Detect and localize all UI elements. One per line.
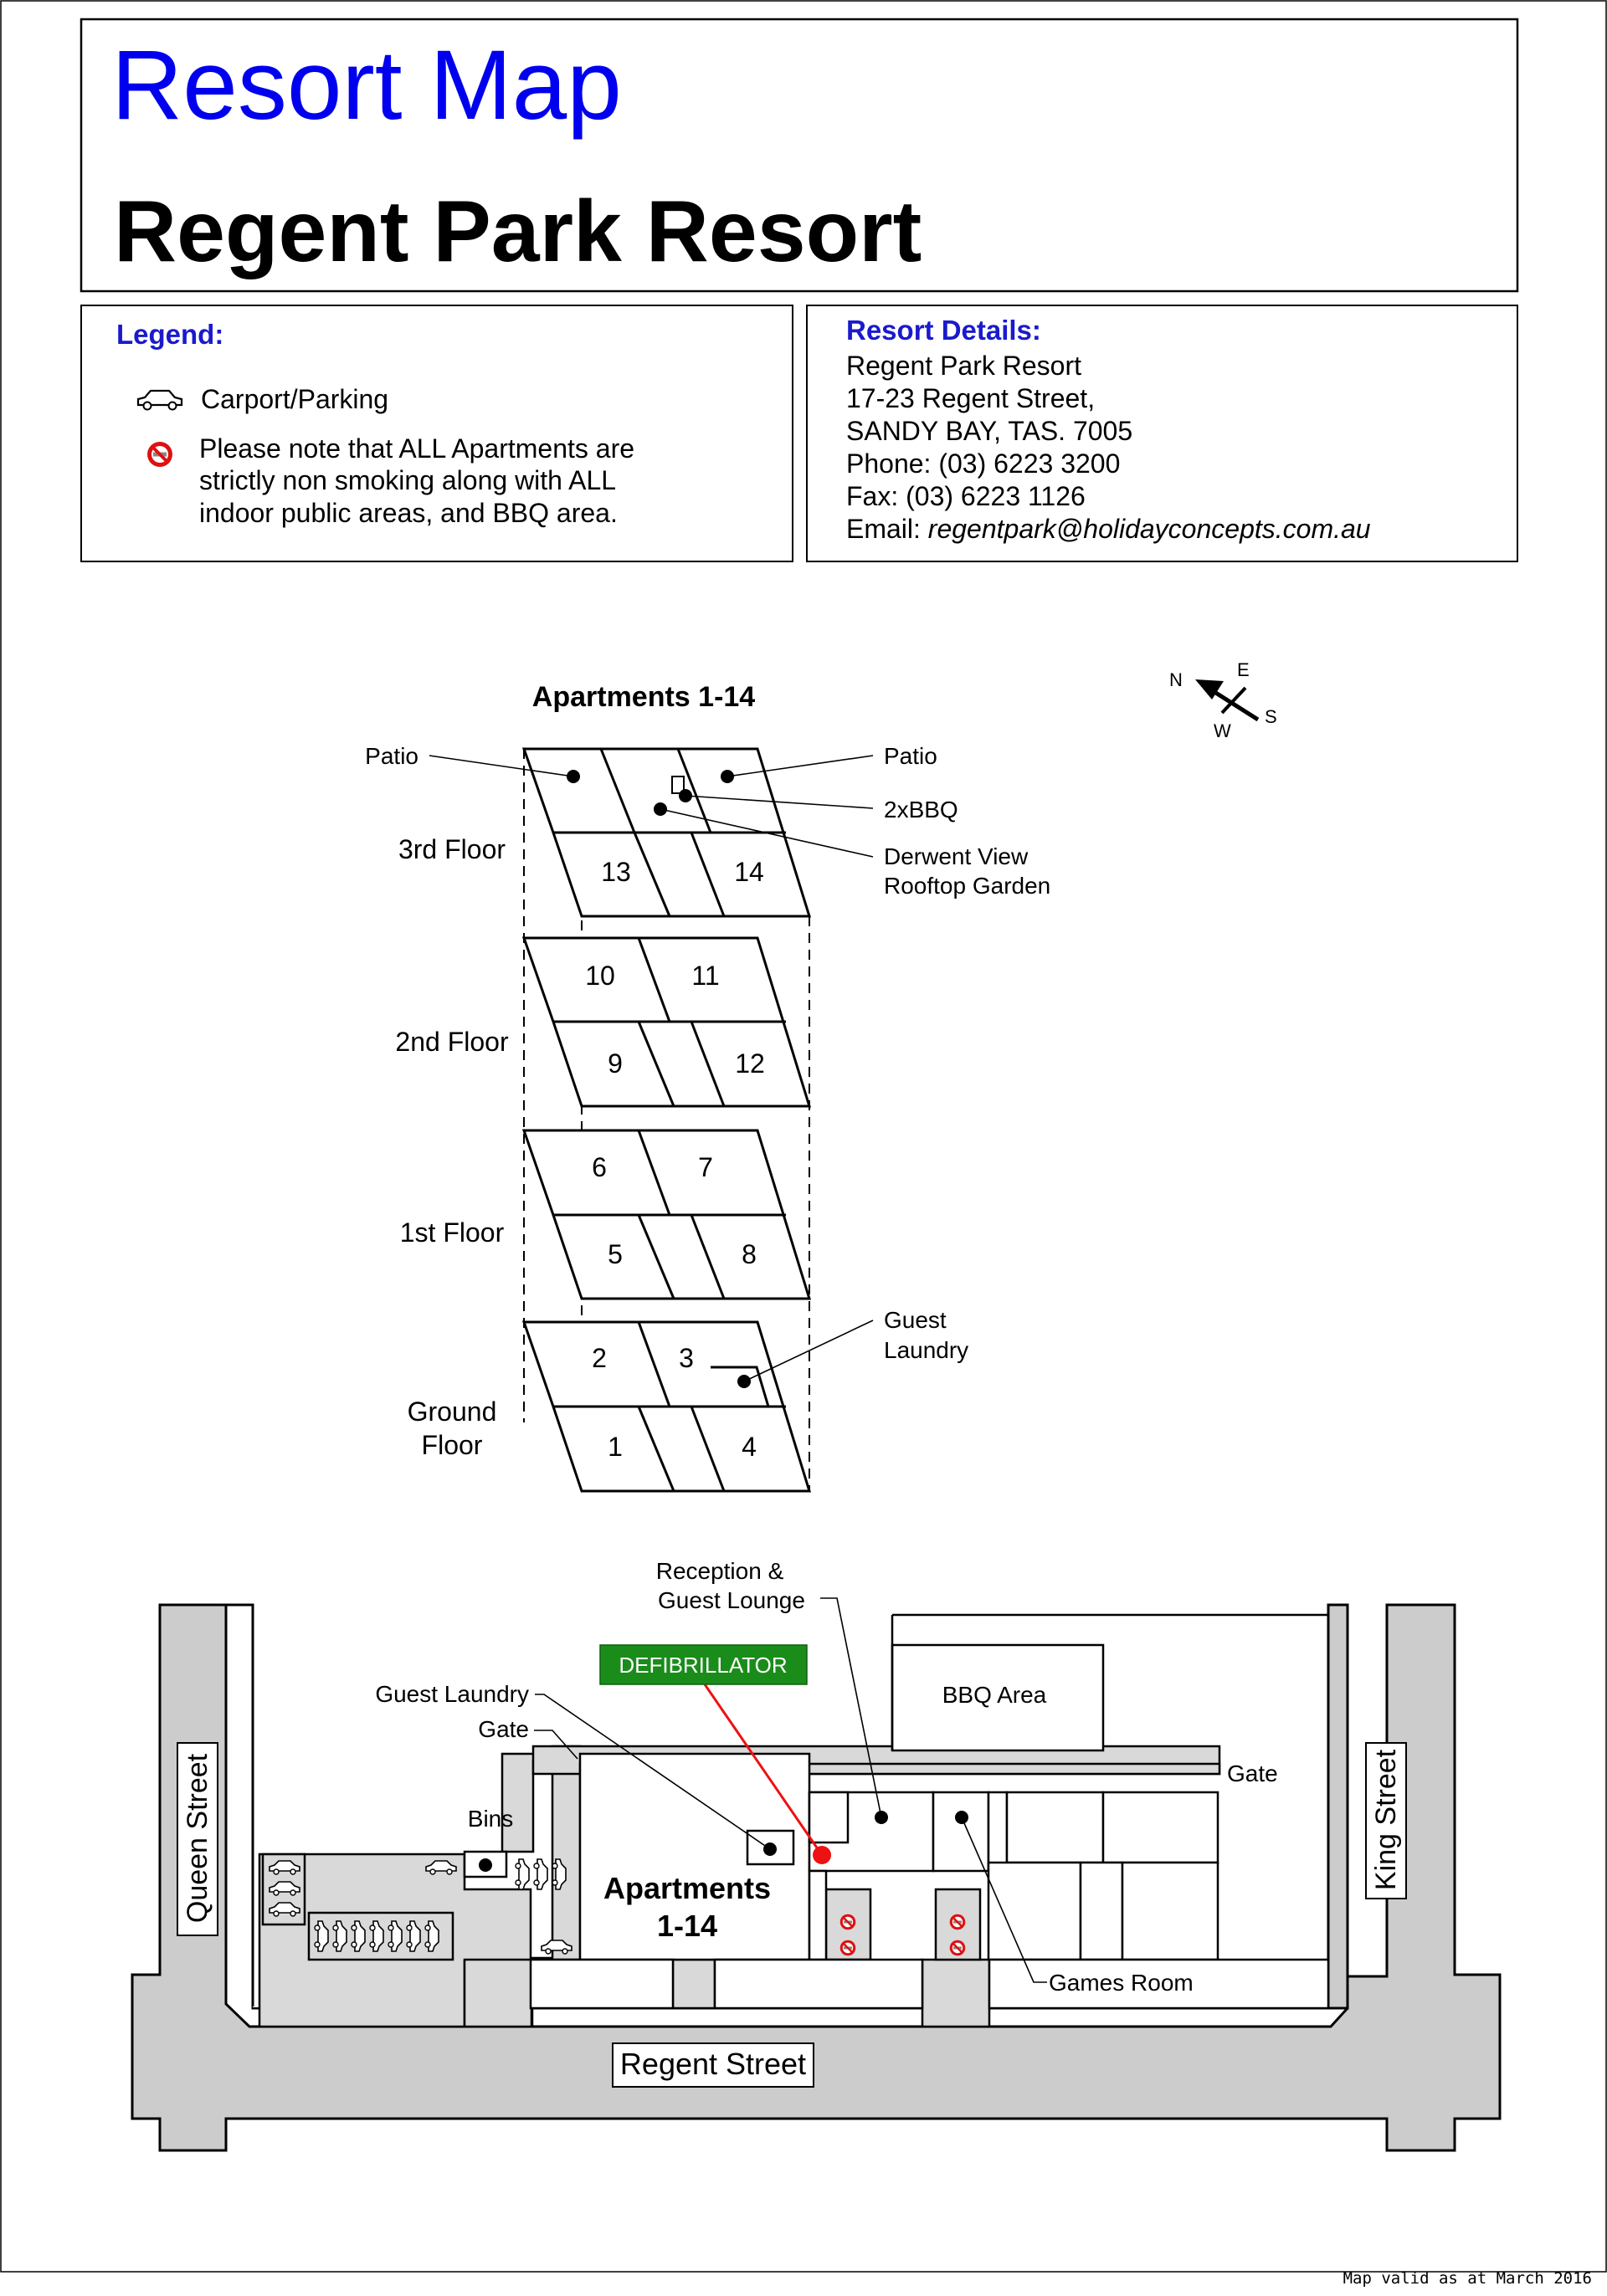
compass-cross [1220, 686, 1247, 715]
gate-left-label: Gate [478, 1716, 529, 1742]
floor-ground-label-2: Floor [422, 1430, 483, 1460]
unit-10: 10 [585, 961, 615, 991]
guest-laundry-label-2: Laundry [884, 1337, 968, 1363]
resort-name: Regent Park Resort [114, 183, 922, 280]
compass-n: N [1169, 669, 1183, 690]
unit-8: 8 [742, 1239, 757, 1269]
games-room-label: Games Room [1049, 1970, 1194, 1996]
no-smoking-icon [146, 440, 174, 469]
floor-ground [521, 1320, 812, 1493]
map-validity-note: Map valid as at March 2016 [1343, 2269, 1592, 2288]
gate-right-label: Gate [1227, 1760, 1278, 1786]
buildings [463, 1613, 1330, 2010]
unit-13: 13 [601, 857, 631, 887]
unit-3: 3 [679, 1343, 694, 1373]
apartments-diagram: Apartments 1-14 [429, 681, 874, 1493]
defibrillator-label: DEFIBRILLATOR [619, 1653, 787, 1678]
no-smoking-icon [948, 1939, 967, 1957]
defibrillator-pointer [703, 1684, 824, 1856]
bins-label: Bins [468, 1806, 513, 1832]
legend-box [80, 305, 793, 562]
no-smoking-icon [948, 1913, 967, 1931]
floor-1-label: 1st Floor [400, 1217, 505, 1248]
compass-arrow-head [1195, 679, 1224, 700]
queen-street-label: Queen Street [182, 1753, 213, 1923]
rooftop-garden-label-2: Rooftop Garden [884, 873, 1050, 899]
unit-5: 5 [608, 1239, 623, 1269]
details-fax: Fax: (03) 6223 1126 [846, 481, 1086, 511]
details-street: 17-23 Regent Street, [846, 383, 1095, 413]
east-path [921, 1958, 991, 2028]
legend-note-line-2: strictly non smoking along with ALL [199, 465, 616, 495]
patio-left-label: Patio [365, 743, 418, 769]
floor-1 [521, 1129, 812, 1300]
site-leaders [534, 1597, 1047, 1983]
floor-ground-label-1: Ground [408, 1397, 497, 1427]
king-street-label: King Street [1370, 1749, 1402, 1890]
floor-2-label: 2nd Floor [395, 1027, 509, 1057]
details-town: SANDY BAY, TAS. 7005 [846, 416, 1132, 446]
unit-4: 4 [742, 1432, 757, 1462]
unit-14: 14 [734, 857, 764, 887]
legend-parking-label: Carport/Parking [201, 384, 388, 414]
unit-9: 9 [608, 1048, 623, 1079]
no-smoking-icon [839, 1939, 857, 1957]
unit-1: 1 [608, 1432, 623, 1462]
floor-3 [521, 747, 812, 918]
building-bbq-area [891, 1643, 1105, 1752]
south-path [671, 1958, 716, 2010]
reception-label-2: Guest Lounge [658, 1587, 805, 1613]
legend-note-line-3: indoor public areas, and BBQ area. [199, 498, 618, 528]
no-smoking-icon [839, 1913, 857, 1931]
callout-leaders [429, 755, 874, 1382]
entry-path [463, 1958, 533, 2028]
apartments-site-label-1: Apartments [603, 1871, 771, 1905]
rooftop-garden-label-1: Derwent View [884, 843, 1029, 869]
regent-street-label: Regent Street [620, 2047, 806, 2081]
compass-s: S [1265, 706, 1277, 727]
apartments-site-label-2: 1-14 [657, 1909, 717, 1943]
details-box [806, 305, 1518, 562]
bbq-area-label: BBQ Area [942, 1682, 1047, 1708]
compass: N E S W [1169, 659, 1277, 741]
legend-note-line-1: Please note that ALL Apartments are [199, 433, 634, 464]
bins-enclosure [463, 1850, 508, 1878]
guest-laundry-label-1: Guest [884, 1307, 947, 1333]
legend-heading: Legend: [116, 319, 223, 350]
floor-2 [521, 936, 812, 1108]
patio-right-label: Patio [884, 743, 937, 769]
guest-laundry-site-label: Guest Laundry [375, 1681, 529, 1707]
unit-6: 6 [592, 1152, 607, 1182]
unit-7: 7 [698, 1152, 713, 1182]
details-email: Email: regentpark@holidayconcepts.com.au [846, 514, 1371, 544]
bbq-label: 2xBBQ [884, 797, 958, 823]
apartments-diagram-title: Apartments 1-14 [532, 681, 756, 713]
defibrillator-marker[interactable] [813, 1846, 831, 1864]
details-phone: Phone: (03) 6223 3200 [846, 448, 1120, 479]
header-frame [80, 18, 1519, 293]
site-plan: Queen Street King Street Regent Street R… [131, 1558, 1502, 2152]
reception-label-1: Reception & [656, 1558, 784, 1584]
unit-2: 2 [592, 1343, 607, 1373]
compass-e: E [1237, 659, 1250, 680]
unit-11: 11 [691, 961, 719, 991]
compass-w: W [1214, 720, 1231, 741]
floor-3-label: 3rd Floor [398, 834, 506, 864]
unit-12: 12 [735, 1048, 765, 1079]
email-link[interactable]: regentpark@holidayconcepts.com.au [928, 514, 1371, 544]
defibrillator-badge[interactable] [599, 1644, 808, 1685]
page-title: Resort Map [111, 30, 622, 141]
details-name: Regent Park Resort [846, 351, 1081, 381]
details-heading: Resort Details: [846, 315, 1041, 346]
